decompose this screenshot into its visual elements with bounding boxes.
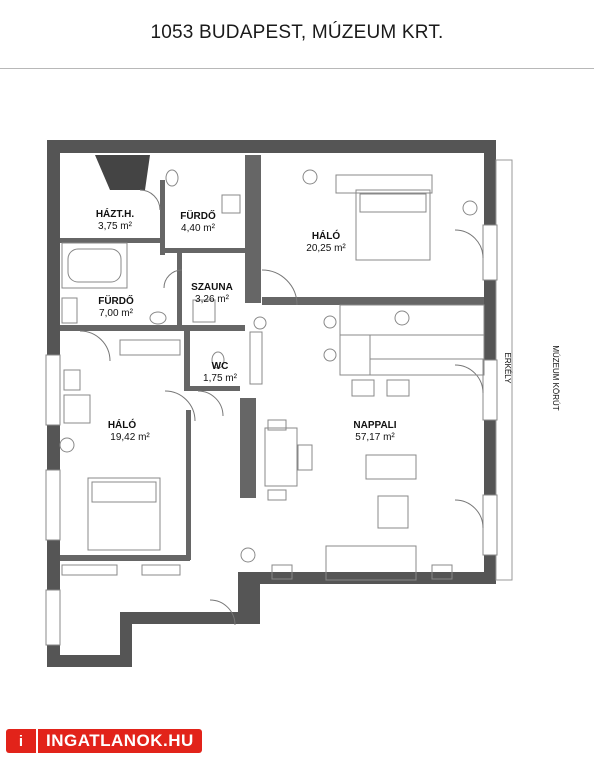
room-area-halo-top: 20,25 m² <box>306 243 346 254</box>
room-name-halo-top: HÁLÓ <box>312 229 341 242</box>
room-area-szauna: 3,26 m² <box>195 294 230 305</box>
room-name-wc: WC <box>212 361 229 372</box>
room-name-hazt: HÁZT.H. <box>96 207 135 220</box>
room-name-halo-left: HÁLÓ <box>108 418 137 431</box>
room-name-szauna: SZAUNA <box>191 282 233 293</box>
page-title: 1053 BUDAPEST, MÚZEUM KRT. <box>150 22 444 43</box>
door-swings <box>79 189 484 626</box>
room-area-halo-left: 19,42 m² <box>110 432 150 443</box>
room-name-furdo-mid: FÜRDŐ <box>98 294 134 307</box>
room-area-hazt: 3,75 m² <box>98 221 133 232</box>
room-name-nappali: NAPPALI <box>353 420 396 431</box>
street-label: MÚZEUM KÖRÚT <box>551 345 560 410</box>
room-area-furdo-top: 4,40 m² <box>181 223 216 234</box>
room-labels: HÁZT.H. 3,75 m² FÜRDŐ 4,40 m² HÁLÓ 20,25… <box>96 207 397 443</box>
brand-logo: i INGATLANOK.HU <box>6 728 202 754</box>
room-area-nappali: 57,17 m² <box>355 432 395 443</box>
windows <box>45 224 498 646</box>
brand-text: INGATLANOK.HU <box>38 729 202 753</box>
room-area-wc: 1,75 m² <box>203 373 238 384</box>
brand-mark-icon: i <box>6 729 36 753</box>
interior-walls <box>60 155 484 561</box>
room-name-furdo-top: FÜRDŐ <box>180 209 216 222</box>
header: 1053 BUDAPEST, MÚZEUM KRT. <box>0 0 594 69</box>
furniture <box>59 169 485 581</box>
room-area-furdo-mid: 7,00 m² <box>99 308 134 319</box>
balcony-label: ERKÉLY <box>503 353 512 385</box>
